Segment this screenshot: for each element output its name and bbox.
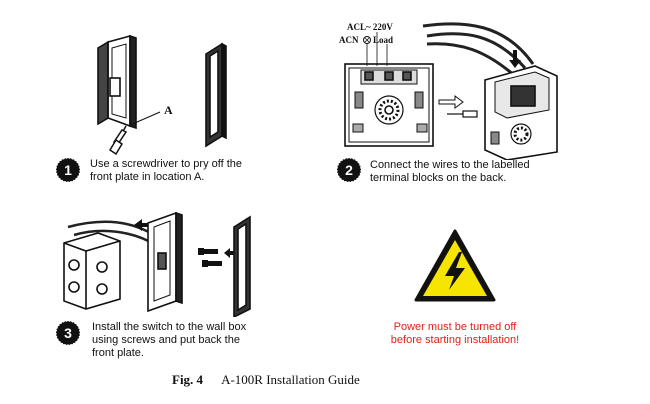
back-plate-drawing [344, 63, 434, 147]
step3-switch-drawing [147, 211, 183, 313]
step3-line1: Install the switch to the wall box [92, 321, 247, 333]
load-label: Load [373, 35, 393, 45]
wall-box-drawing [63, 232, 121, 310]
small-screwdriver-drawing [447, 110, 478, 118]
step1-instruction: Use a screwdriver to pry off the front p… [90, 158, 242, 184]
step3-line2: using screws and put back the [92, 334, 240, 346]
arrow-down-icon [509, 50, 521, 68]
arrow-left-icon [134, 219, 154, 231]
screw-arrow-icon [224, 248, 236, 258]
warning-line2: before starting installation! [390, 334, 520, 346]
step2-instruction: Connect the wires to the labelled termin… [370, 159, 530, 185]
svg-text:2: 2 [345, 162, 353, 178]
step3-illustration [63, 211, 251, 317]
wires-drawing [422, 22, 535, 78]
front-plate-drawing [205, 42, 227, 148]
figure-caption: Fig. 4 A-100R Installation Guide [172, 372, 360, 388]
location-a-label: A [164, 103, 173, 117]
warning-line1: Power must be turned off [393, 321, 517, 333]
step1-line1: Use a screwdriver to pry off the [90, 158, 243, 170]
step3-front-plate-drawing [233, 215, 251, 317]
screwdriver-drawing [108, 125, 128, 156]
step1-line2: front plate in location A. [90, 171, 205, 183]
step2-line2: terminal blocks on the back. [370, 172, 507, 184]
acl-220v-label: ACL~ 220V [347, 22, 393, 32]
figure-title: A-100R Installation Guide [221, 372, 360, 387]
step-badge-2: 2 [336, 157, 362, 183]
screws-drawing [198, 248, 222, 267]
figure-number: Fig. 4 [172, 372, 204, 387]
switch-rear-drawing [484, 65, 558, 160]
step2-line1: Connect the wires to the labelled [370, 159, 530, 171]
step2-illustration: ACL~ 220V ACN Load [339, 22, 558, 160]
high-voltage-warning-icon [445, 252, 465, 290]
arrow-right-icon [438, 95, 464, 109]
step1-illustration: A [97, 34, 227, 156]
step-badge-1: 1 [55, 157, 81, 183]
svg-text:3: 3 [64, 325, 72, 341]
warning-message: Power must be turned off before starting… [370, 321, 540, 347]
acn-label: ACN [339, 35, 359, 45]
step3-instruction: Install the switch to the wall box using… [92, 321, 246, 360]
step-badge-3: 3 [55, 320, 81, 346]
switch-body-drawing [97, 34, 137, 130]
warning-sign [414, 229, 496, 302]
step3-line3: front plate. [92, 347, 144, 359]
svg-text:1: 1 [64, 162, 72, 178]
